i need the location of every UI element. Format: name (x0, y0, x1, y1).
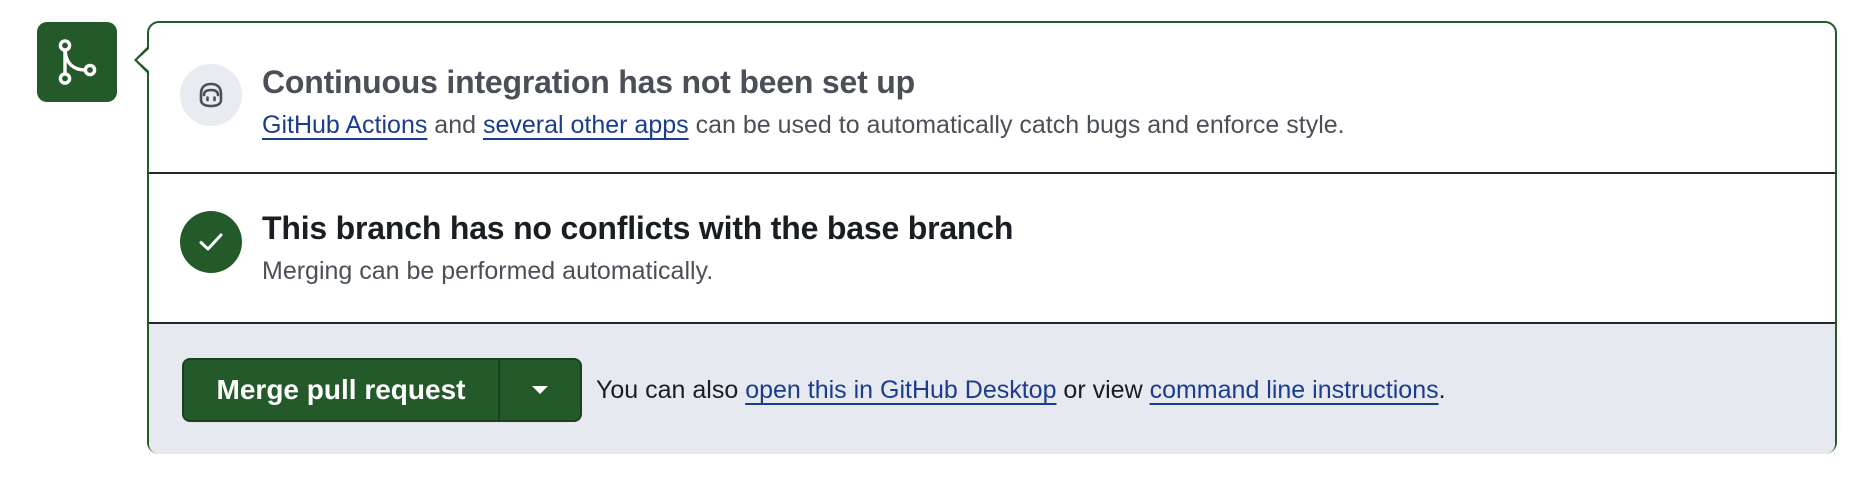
merge-method-dropdown-button[interactable] (498, 360, 580, 420)
ci-status-icon (180, 64, 242, 126)
ci-text-rest: can be used to automatically catch bugs … (688, 111, 1345, 139)
check-icon (199, 233, 223, 251)
merge-button-group: Merge pull request (182, 358, 582, 422)
merge-text-middle: or view (1056, 376, 1150, 404)
ci-description: GitHub Actions and several other apps ca… (262, 111, 1345, 140)
conflicts-description: Merging can be performed automatically. (262, 257, 714, 285)
command-line-instructions-link[interactable]: command line instructions (1149, 376, 1439, 404)
merge-panel: Continuous integration has not been set … (147, 21, 1837, 454)
panel-pointer-fill (137, 49, 149, 71)
github-desktop-link[interactable]: open this in GitHub Desktop (745, 376, 1057, 404)
merge-pull-request-button[interactable]: Merge pull request (184, 360, 498, 420)
github-actions-link[interactable]: GitHub Actions (262, 111, 428, 139)
conflicts-section: This branch has no conflicts with the ba… (149, 174, 1835, 324)
copilot-bot-icon (199, 82, 223, 108)
merge-badge (37, 22, 117, 102)
merge-section: Merge pull request You can also open thi… (149, 324, 1835, 454)
merge-text-suffix: . (1438, 376, 1446, 404)
merge-text-prefix: You can also (596, 376, 746, 404)
merge-alternatives-text: You can also open this in GitHub Desktop… (596, 376, 1446, 405)
triangle-down-icon (532, 386, 548, 394)
ci-text-and: and (427, 111, 483, 139)
conflicts-title: This branch has no conflicts with the ba… (262, 210, 1014, 246)
conflicts-status-icon (180, 211, 242, 273)
ci-title: Continuous integration has not been set … (262, 64, 915, 100)
ci-section: Continuous integration has not been set … (149, 23, 1835, 174)
git-merge-icon (58, 39, 97, 85)
other-apps-link[interactable]: several other apps (482, 111, 689, 139)
